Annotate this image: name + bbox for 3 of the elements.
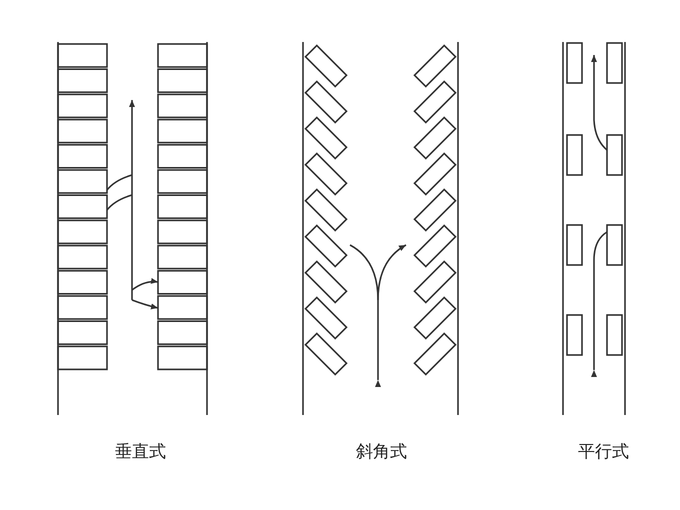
layout-caption: 斜角式 [356,441,407,463]
layout-caption: 平行式 [578,441,629,463]
layout-caption: 垂直式 [115,441,166,463]
